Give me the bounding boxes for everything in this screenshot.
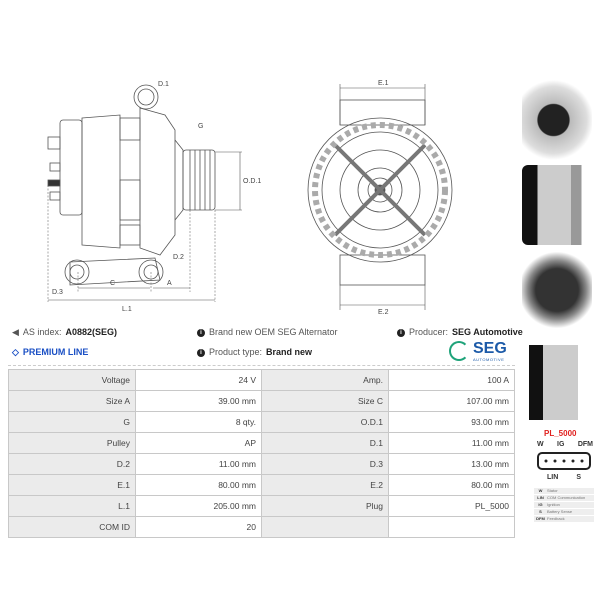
label-d1: D.1 [158,81,169,88]
spec-label: G [8,411,136,433]
spec-value: 24 V [135,369,262,391]
spec-value: 20 [135,516,262,538]
legend-desc: COM Communication [547,495,586,500]
legend-pin: IG [538,502,543,507]
label-e1: E.1 [378,80,389,87]
spec-label: D.1 [261,432,389,454]
spec-label: Voltage [8,369,136,391]
spec-label: L.1 [8,495,136,517]
legend-pin: DFM [536,516,545,521]
legend-pin: W [538,488,543,493]
front-view: E.1 E.2 [307,80,453,316]
product-photo-rear[interactable] [522,250,592,330]
spec-value: 93.00 mm [388,411,515,433]
spec-label: D.2 [8,453,136,475]
seg-logo-ring [449,341,469,361]
label-e2: E.2 [378,309,389,316]
legend-row: S Battery Sense [534,509,594,515]
legend-pin: S [539,509,542,514]
spec-value: 39.00 mm [135,390,262,412]
spec-label: COM ID [8,516,136,538]
legend-pin: LIN [537,495,544,500]
label-d2: D.2 [173,254,184,261]
spec-value: 100 A [388,369,515,391]
legend-row: W Stator [534,488,594,494]
diamond-icon: ◇ [12,347,19,357]
plug-pin-dots [544,459,584,463]
side-view: D.1 G O.D.1 D.2 D.3 C A L.1 [47,81,261,313]
spec-label: O.D.1 [261,411,389,433]
spec-label: Plug [261,495,389,517]
spec-value: 11.00 mm [135,453,262,475]
plug-connector [537,452,591,470]
spec-value: 80.00 mm [388,474,515,496]
spec-label: Size A [8,390,136,412]
spec-label: E.2 [261,474,389,496]
legend-desc: Battery Sense [547,509,573,514]
info-icon: i [397,328,405,337]
spec-label: Pulley [8,432,136,454]
spec-value [388,516,515,538]
info-icon: i [197,348,205,357]
spec-value: 107.00 mm [388,390,515,412]
spec-label: E.1 [8,474,136,496]
spec-label: D.3 [261,453,389,475]
legend-desc: Feedback [547,516,565,521]
label-g: G [198,123,203,130]
spec-value: AP [135,432,262,454]
plug-name: PL_5000 [544,429,577,438]
spec-label: Amp. [261,369,389,391]
label-c: C [110,280,115,287]
legend-row: IG Ignition [534,502,594,508]
spec-value: PL_5000 [388,495,515,517]
product-photo-side[interactable] [522,165,592,245]
product-photo-angle[interactable] [522,345,592,420]
divider [8,365,515,366]
legend-desc: Ignition [547,502,560,507]
spec-value: 13.00 mm [388,453,515,475]
as-index: ◀AS index:A0882(SEG) [12,327,117,337]
spec-value: 205.00 mm [135,495,262,517]
spec-value: 11.00 mm [388,432,515,454]
product-photo-front[interactable] [522,80,592,160]
spec-value: 80.00 mm [135,474,262,496]
label-d3: D.3 [52,289,63,296]
label-a: A [167,280,172,287]
spec-label [261,516,389,538]
label-od1: O.D.1 [243,178,261,185]
label-l1: L.1 [122,306,132,313]
technical-drawing: D.1 G O.D.1 D.2 D.3 C A L.1 E.1 E.2 [47,80,453,316]
premium-line: ◇PREMIUM LINE [12,347,89,357]
legend-desc: Stator [547,488,558,493]
info-icon: i [197,328,205,337]
spec-label: Size C [261,390,389,412]
spec-value: 8 qty. [135,411,262,433]
tag-icon: ◀ [12,327,19,337]
